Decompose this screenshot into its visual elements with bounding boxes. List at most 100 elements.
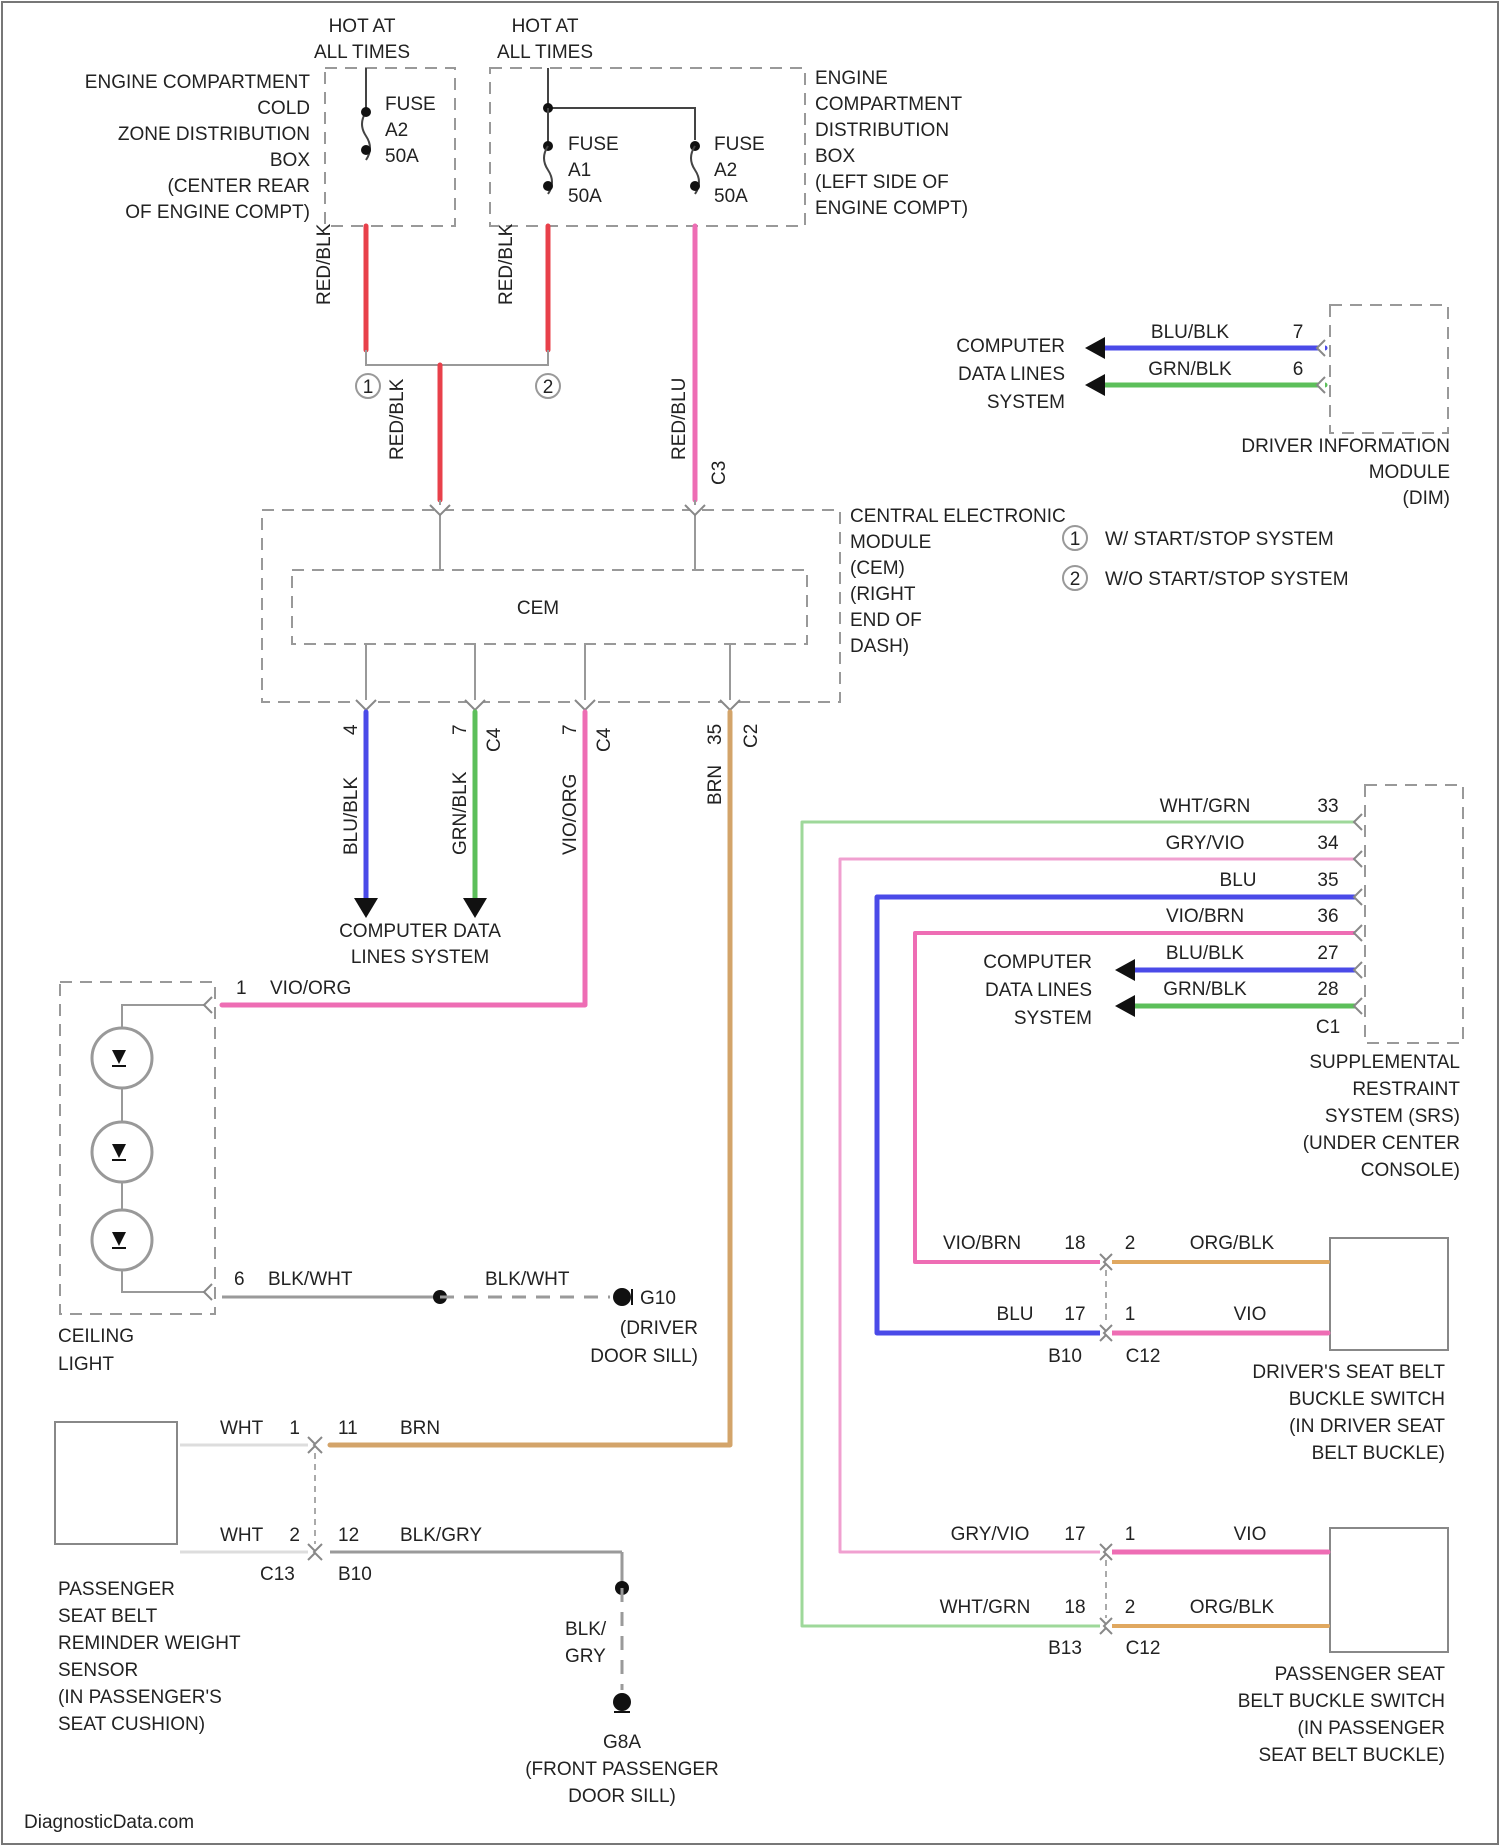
- svg-text:18: 18: [1064, 1233, 1085, 1254]
- svg-text:(IN DRIVER SEAT: (IN DRIVER SEAT: [1289, 1416, 1445, 1437]
- svg-text:CENTRAL ELECTRONIC: CENTRAL ELECTRONIC: [850, 506, 1066, 527]
- svg-text:2: 2: [289, 1525, 300, 1546]
- wire-label: RED/BLK: [314, 223, 335, 305]
- svg-text:WHT: WHT: [220, 1418, 264, 1439]
- svg-text:1: 1: [1125, 1524, 1136, 1545]
- svg-text:28: 28: [1317, 979, 1338, 1000]
- svg-text:DASH): DASH): [850, 636, 909, 657]
- fuse-node: [690, 181, 700, 191]
- svg-text:BELT BUCKLE SWITCH: BELT BUCKLE SWITCH: [1238, 1691, 1445, 1712]
- svg-text:1: 1: [236, 978, 247, 999]
- svg-text:34: 34: [1317, 833, 1339, 854]
- svg-text:(DRIVER: (DRIVER: [620, 1318, 698, 1339]
- svg-text:2: 2: [1125, 1597, 1136, 1618]
- svg-text:ENGINE COMPARTMENT: ENGINE COMPARTMENT: [85, 72, 311, 93]
- svg-text:RESTRAINT: RESTRAINT: [1352, 1079, 1460, 1100]
- svg-text:HOT AT: HOT AT: [329, 16, 396, 37]
- svg-text:VIO/ORG: VIO/ORG: [270, 978, 351, 999]
- svg-text:GRN/BLK: GRN/BLK: [1148, 359, 1232, 380]
- svg-text:G10: G10: [640, 1288, 676, 1309]
- svg-text:C13: C13: [260, 1564, 295, 1585]
- svg-text:W/O START/STOP SYSTEM: W/O START/STOP SYSTEM: [1105, 569, 1349, 590]
- svg-text:B10: B10: [338, 1564, 372, 1585]
- svg-text:50A: 50A: [568, 186, 602, 207]
- svg-text:ENGINE: ENGINE: [815, 68, 888, 89]
- fuse-node: [361, 145, 371, 155]
- svg-text:BLU/BLK: BLU/BLK: [1151, 322, 1229, 343]
- wire-label: RED/BLK: [496, 223, 517, 305]
- svg-text:ENGINE COMPT): ENGINE COMPT): [815, 198, 968, 219]
- svg-text:C4: C4: [594, 727, 615, 752]
- svg-text:(IN PASSENGER: (IN PASSENGER: [1298, 1718, 1445, 1739]
- svg-text:B10: B10: [1048, 1346, 1082, 1367]
- passenger-buckle-switch: [1330, 1528, 1448, 1652]
- svg-text:A1: A1: [568, 160, 591, 181]
- svg-text:6: 6: [1293, 359, 1304, 380]
- svg-text:DATA LINES: DATA LINES: [985, 980, 1092, 1001]
- svg-text:VIO/BRN: VIO/BRN: [943, 1233, 1021, 1254]
- svg-text:C4: C4: [484, 727, 505, 752]
- svg-text:COMPUTER: COMPUTER: [956, 336, 1065, 357]
- watermark: DiagnosticData.com: [24, 1812, 194, 1833]
- svg-text:WHT/GRN: WHT/GRN: [940, 1597, 1031, 1618]
- svg-text:6: 6: [234, 1269, 245, 1290]
- svg-text:WHT: WHT: [220, 1525, 264, 1546]
- svg-text:FUSE: FUSE: [385, 94, 436, 115]
- svg-text:VIO: VIO: [1234, 1524, 1267, 1545]
- svg-text:ALL TIMES: ALL TIMES: [497, 42, 593, 63]
- svg-text:G8A: G8A: [603, 1732, 641, 1753]
- svg-text:VIO/BRN: VIO/BRN: [1166, 906, 1244, 927]
- svg-text:BOX: BOX: [815, 146, 855, 167]
- svg-text:DISTRIBUTION: DISTRIBUTION: [815, 120, 949, 141]
- svg-text:COMPUTER DATA: COMPUTER DATA: [339, 921, 501, 942]
- svg-text:PASSENGER: PASSENGER: [58, 1579, 175, 1600]
- svg-text:DATA LINES: DATA LINES: [958, 364, 1065, 385]
- svg-text:(DIM): (DIM): [1403, 488, 1450, 509]
- svg-text:GRY/VIO: GRY/VIO: [951, 1524, 1030, 1545]
- svg-text:REMINDER WEIGHT: REMINDER WEIGHT: [58, 1633, 241, 1654]
- svg-text:BOX: BOX: [270, 150, 310, 171]
- ceiling-light-lamp-3: [92, 1210, 152, 1270]
- fuse-node: [543, 181, 553, 191]
- svg-text:CEILING: CEILING: [58, 1326, 134, 1347]
- svg-text:(FRONT PASSENGER: (FRONT PASSENGER: [525, 1759, 719, 1780]
- svg-text:35: 35: [705, 724, 726, 745]
- svg-text:SEAT CUSHION): SEAT CUSHION): [58, 1714, 205, 1735]
- driver-buckle-switch: [1330, 1238, 1448, 1350]
- cem-inner-label: CEM: [517, 598, 559, 619]
- svg-text:17: 17: [1064, 1304, 1085, 1325]
- svg-text:DOOR SILL): DOOR SILL): [568, 1786, 676, 1807]
- svg-text:BLK/: BLK/: [565, 1619, 607, 1640]
- svg-text:7: 7: [560, 724, 581, 735]
- ceiling-light-lamp-2: [92, 1122, 152, 1182]
- svg-text:A2: A2: [385, 120, 408, 141]
- svg-text:ORG/BLK: ORG/BLK: [1190, 1597, 1275, 1618]
- wire-label: RED/BLK: [387, 378, 408, 460]
- svg-text:C12: C12: [1126, 1346, 1161, 1367]
- svg-text:A2: A2: [714, 160, 737, 181]
- svg-text:COMPUTER: COMPUTER: [983, 952, 1092, 973]
- svg-text:C2: C2: [741, 724, 762, 748]
- svg-text:SYSTEM: SYSTEM: [1014, 1008, 1092, 1029]
- svg-text:4: 4: [341, 724, 362, 735]
- svg-text:C1: C1: [1316, 1017, 1340, 1038]
- svg-text:1: 1: [1070, 529, 1081, 550]
- svg-text:MODULE: MODULE: [850, 532, 931, 553]
- splice-mark-2-text: 2: [543, 377, 554, 398]
- svg-text:LINES SYSTEM: LINES SYSTEM: [351, 947, 489, 968]
- svg-text:SYSTEM (SRS): SYSTEM (SRS): [1325, 1106, 1460, 1127]
- svg-text:12: 12: [338, 1525, 359, 1546]
- svg-text:(IN PASSENGER'S: (IN PASSENGER'S: [58, 1687, 222, 1708]
- svg-text:(LEFT SIDE OF: (LEFT SIDE OF: [815, 172, 949, 193]
- ground-g10: [613, 1288, 631, 1306]
- svg-text:27: 27: [1317, 943, 1338, 964]
- svg-text:(RIGHT: (RIGHT: [850, 584, 916, 605]
- svg-text:1: 1: [1125, 1304, 1136, 1325]
- svg-text:VIO/ORG: VIO/ORG: [560, 774, 581, 855]
- svg-text:(CEM): (CEM): [850, 558, 905, 579]
- svg-text:50A: 50A: [714, 186, 748, 207]
- svg-text:FUSE: FUSE: [714, 134, 765, 155]
- svg-text:B13: B13: [1048, 1638, 1082, 1659]
- svg-text:BRN: BRN: [400, 1418, 440, 1439]
- svg-text:GRY/VIO: GRY/VIO: [1166, 833, 1245, 854]
